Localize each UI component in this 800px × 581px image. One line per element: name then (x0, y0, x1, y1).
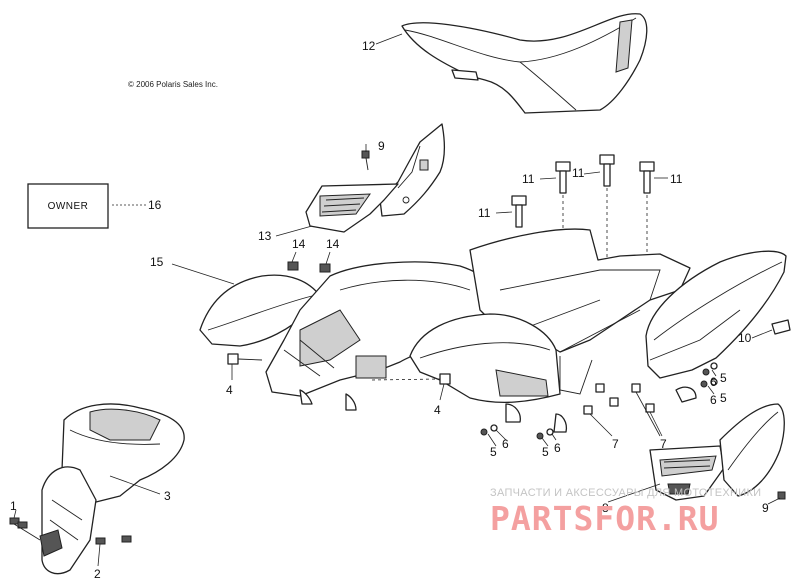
callout-6-a: 6 (502, 437, 509, 451)
hardware-2[interactable] (95, 535, 132, 545)
callout-11-c: 11 (572, 166, 585, 180)
bolt-11-a[interactable] (511, 195, 527, 228)
bolt-11-c[interactable] (599, 154, 615, 187)
callout-7-b: 7 (660, 437, 667, 451)
watermark-tagline: ЗАПЧАСТИ И АКСЕССУАРЫ ДЛЯ МОТОТЕХНИКИ (490, 487, 761, 499)
callout-9-upper: 9 (378, 139, 385, 153)
callout-11-a: 11 (478, 206, 491, 220)
callout-14-right: 14 (326, 237, 340, 251)
callout-9-lower: 9 (762, 501, 769, 515)
callout-14-left: 14 (292, 237, 306, 251)
screw-4-left[interactable] (227, 353, 263, 365)
callout-5-b: 5 (542, 445, 549, 459)
callout-6-b: 6 (554, 441, 561, 455)
bolt-9-lower[interactable] (777, 491, 786, 500)
hardware-1[interactable] (9, 517, 41, 541)
callout-6-c: 6 (710, 375, 717, 389)
clip-14-a[interactable] (287, 261, 299, 271)
fuel-tank-cover-bracket[interactable] (379, 123, 446, 217)
callout-15: 15 (150, 255, 164, 269)
callout-5-c: 5 (720, 371, 727, 385)
watermark: ЗАПЧАСТИ И АКСЕССУАРЫ ДЛЯ МОТОТЕХНИКИ PA… (490, 487, 761, 538)
callout-12: 12 (362, 39, 376, 53)
footrest-guard-right[interactable] (719, 403, 785, 497)
copyright-text: © 2006 Polaris Sales Inc. (128, 80, 218, 89)
seat-part[interactable] (401, 13, 648, 114)
front-fender-left[interactable] (199, 274, 321, 347)
bolt-11-b[interactable] (555, 161, 571, 194)
footwell-panel[interactable] (649, 445, 725, 501)
front-nose-hood[interactable] (39, 403, 185, 575)
callout-10: 10 (738, 331, 752, 345)
screw-4-center[interactable] (371, 373, 451, 385)
bolt-9-upper[interactable] (361, 150, 370, 171)
callout-3: 3 (164, 489, 171, 503)
callout-4-center: 4 (434, 403, 441, 417)
callout-2: 2 (94, 567, 101, 581)
bolt-7-set[interactable] (583, 383, 655, 415)
callout-5-a: 5 (490, 445, 497, 459)
callout-5-d: 5 (720, 391, 727, 405)
callout-6-d: 6 (710, 393, 717, 407)
callout-13: 13 (258, 229, 272, 243)
callout-11-d: 11 (670, 172, 683, 186)
callout-4-left: 4 (226, 383, 233, 397)
clip-10[interactable] (771, 319, 791, 335)
owner-decal[interactable]: OWNER (27, 183, 109, 229)
callout-11-b: 11 (522, 172, 535, 186)
console-panel[interactable] (305, 183, 399, 233)
washer-nut-5-6-set[interactable] (480, 362, 718, 440)
callout-8: 8 (602, 501, 609, 515)
rear-fender-right[interactable] (645, 250, 787, 403)
leader-lines (13, 33, 781, 567)
callout-labels: 12 9 16 13 14 14 15 11 11 11 11 10 4 4 5… (10, 39, 769, 581)
owner-decal-text: OWNER (48, 201, 89, 212)
watermark-logo: PARTSFOR.RU (490, 499, 720, 538)
callout-16: 16 (148, 198, 162, 212)
callout-7-a: 7 (612, 437, 619, 451)
clip-14-b[interactable] (319, 263, 331, 273)
callout-1: 1 (10, 499, 17, 513)
bolt-11-d[interactable] (639, 161, 655, 194)
